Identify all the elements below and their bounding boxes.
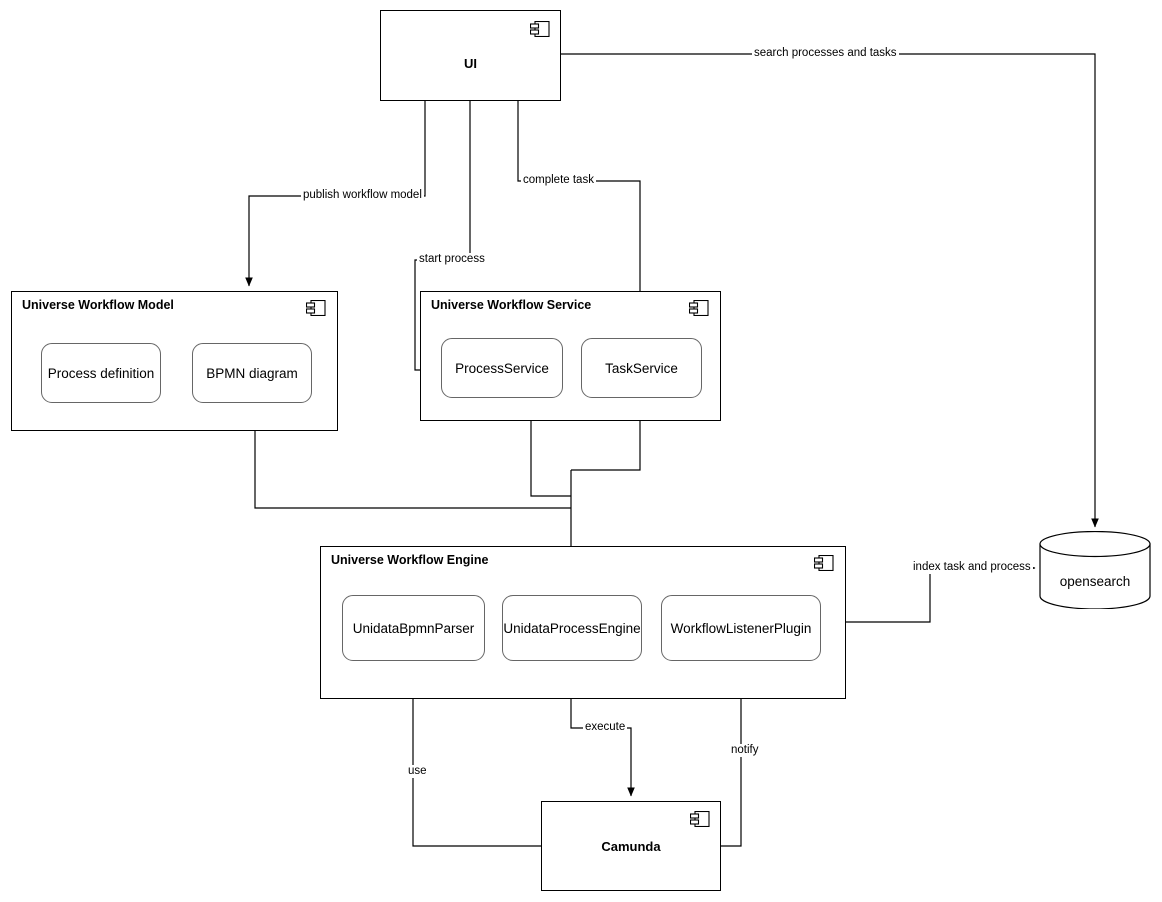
component-icon	[306, 300, 326, 316]
node-process-definition[interactable]: Process definition	[41, 343, 161, 403]
edge-task-service-down	[571, 404, 641, 471]
package-workflow-engine[interactable]: Universe Workflow Engine UnidataBpmnPars…	[320, 546, 846, 699]
edge-label-use: use	[406, 765, 429, 778]
node-process-service[interactable]: ProcessService	[441, 338, 563, 398]
edge-label-start-process: start process	[417, 253, 487, 266]
component-icon	[689, 300, 709, 316]
edge-use	[409, 659, 541, 847]
edge-label-index-task-and-process: index task and process	[911, 561, 1033, 574]
node-task-service[interactable]: TaskService	[581, 338, 702, 398]
edge-process-service-down	[530, 404, 571, 497]
package-workflow-service-label: Universe Workflow Service	[431, 298, 592, 312]
edge-label-publish-workflow-model: publish workflow model	[301, 189, 424, 202]
datastore-opensearch-label: opensearch	[1059, 574, 1131, 589]
datastore-opensearch[interactable]: opensearch	[1039, 531, 1151, 609]
component-camunda-label: Camunda	[601, 839, 661, 854]
edge-notify	[721, 659, 745, 847]
edge-index-task-and-process	[820, 564, 1036, 623]
component-camunda[interactable]: Camunda	[541, 801, 721, 891]
package-workflow-model-label: Universe Workflow Model	[22, 298, 174, 312]
node-bpmn-diagram[interactable]: BPMN diagram	[192, 343, 312, 403]
edge-label-execute: execute	[583, 721, 628, 734]
edge-label-notify: notify	[729, 744, 761, 757]
edge-label-search-processes-and-tasks: search processes and tasks	[752, 47, 899, 60]
component-icon	[530, 21, 550, 37]
node-unidata-bpmn-parser[interactable]: UnidataBpmnParser	[342, 595, 485, 661]
component-ui-label: UI	[464, 56, 477, 71]
package-workflow-service[interactable]: Universe Workflow Service ProcessService…	[420, 291, 721, 421]
node-unidata-process-engine[interactable]: UnidataProcessEngine	[502, 595, 642, 661]
edge-label-complete-task: complete task	[521, 174, 596, 187]
component-ui[interactable]: UI	[380, 10, 561, 101]
component-icon	[814, 555, 834, 571]
database-cylinder-icon	[1039, 531, 1151, 609]
edge-search-processes-and-tasks	[561, 53, 1099, 528]
component-icon	[690, 811, 710, 827]
node-workflow-listener-plugin[interactable]: WorkflowListenerPlugin	[661, 595, 821, 661]
package-workflow-model[interactable]: Universe Workflow Model Process definiti…	[11, 291, 338, 431]
edge-model-to-engine	[254, 431, 571, 509]
package-workflow-engine-label: Universe Workflow Engine	[331, 553, 489, 567]
